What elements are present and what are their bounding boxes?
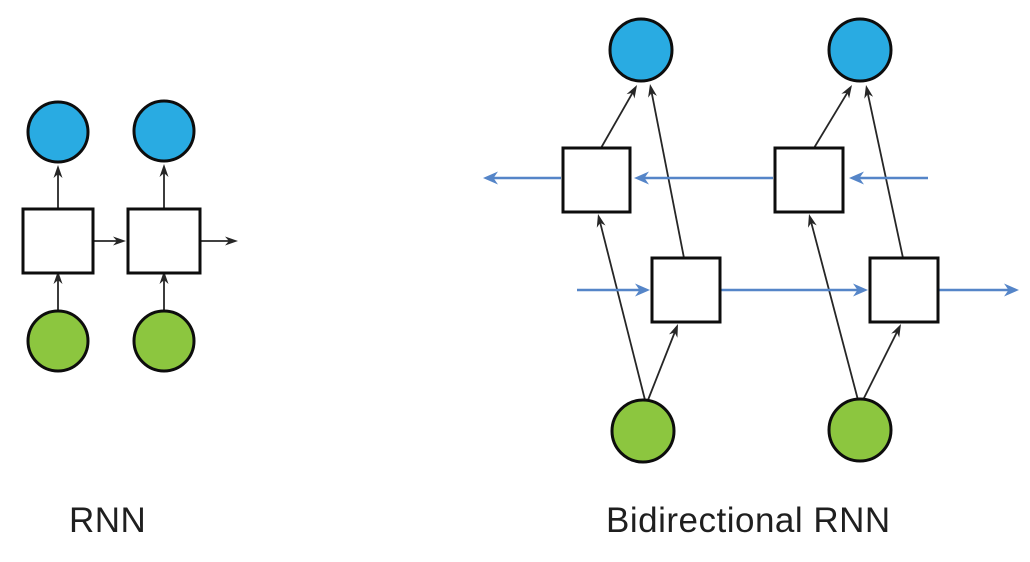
forward-flow-arrow-right	[939, 283, 1019, 297]
birnn-input-node-1	[610, 398, 676, 464]
birnn-forward1-to-output1-arrow	[648, 84, 685, 259]
birnn-input1-to-backward1-arrow	[596, 214, 646, 401]
rnn-hidden2-to-output2-arrow	[159, 164, 169, 209]
bidirectional-rnn-panel-label: Bidirectional RNN	[606, 501, 891, 540]
rnn-hidden2-output-arrow	[200, 236, 238, 246]
forward-flow-arrow-middle	[720, 283, 868, 297]
birnn-forward2-to-output2-arrow	[864, 85, 904, 259]
birnn-forward-node-2	[868, 256, 940, 324]
rnn-output-node-2	[132, 99, 196, 163]
birnn-output-node-2	[827, 17, 893, 83]
birnn-input-node-2	[827, 397, 893, 463]
birnn-input2-to-backward2-arrow	[808, 214, 859, 401]
rnn-hidden-node-2	[126, 207, 202, 275]
rnn-hidden1-to-hidden2-arrow	[93, 236, 126, 246]
rnn-output-node-1	[26, 100, 90, 164]
rnn-input-node-1	[26, 309, 90, 373]
backward-flow-arrow-left	[483, 171, 561, 185]
birnn-output-node-1	[608, 17, 674, 83]
birnn-backward-node-2	[773, 146, 845, 214]
birnn-backward1-to-output1-arrow	[600, 85, 637, 149]
birnn-backward-node-1	[561, 146, 632, 214]
rnn-input1-to-hidden1-arrow	[53, 271, 63, 310]
birnn-input1-to-forward1-arrow	[647, 324, 678, 401]
backward-flow-arrow-middle	[634, 171, 773, 185]
rnn-hidden-node-1	[21, 207, 95, 275]
birnn-forward-node-1	[650, 256, 722, 324]
rnn-input2-to-hidden2-arrow	[159, 271, 169, 310]
forward-flow-arrow-left	[577, 283, 650, 297]
rnn-hidden1-to-output1-arrow	[53, 165, 63, 209]
rnn-panel-label: RNN	[69, 501, 147, 540]
birnn-backward2-to-output2-arrow	[813, 85, 852, 149]
rnn-input-node-2	[132, 309, 196, 373]
birnn-input2-to-forward2-arrow	[862, 324, 901, 401]
backward-flow-arrow-right	[849, 171, 928, 185]
